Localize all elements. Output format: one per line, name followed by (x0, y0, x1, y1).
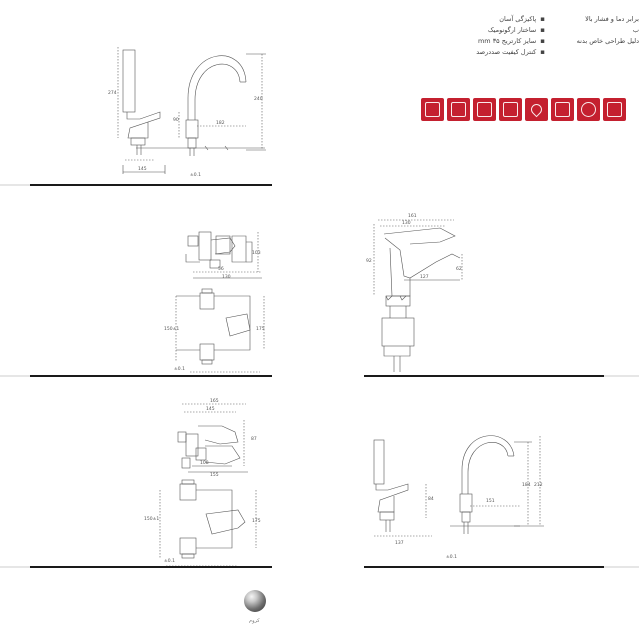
dim-label: 145 (138, 166, 147, 172)
dim-label: 175 (256, 326, 265, 332)
faucet-icon (499, 98, 522, 121)
dim-label: ±0.1 (446, 554, 457, 560)
dim-label: 145 (206, 406, 215, 412)
drawing-wall-mixer-a (175, 231, 265, 373)
dim-label: 108 (200, 460, 209, 466)
dim-label: 62 (456, 266, 462, 272)
dim-label: 161 (408, 213, 417, 219)
feature-item: ▪کنترل کیفیت صددرصد (476, 48, 545, 56)
feature-item: ▪پاکیزگی آسان (499, 15, 545, 23)
feature-item: ▪ساختار ارگونومیک (487, 26, 545, 34)
sink-icon (447, 98, 470, 121)
dim-label: 103 (252, 250, 261, 256)
dim-label: ±0.1 (164, 558, 175, 564)
drawing-basin-mixer-highspout (117, 47, 266, 174)
hand-icon (473, 98, 496, 121)
dim-label: 84 (428, 496, 434, 502)
feature-icon-row (421, 98, 626, 121)
drawing-bath-mixer (159, 403, 257, 567)
dim-label: 150±1 (144, 516, 159, 522)
drop-icon (525, 98, 548, 121)
hourglass-icon (603, 98, 626, 121)
dim-label: 240 (254, 96, 263, 102)
dim-label: 182 (216, 120, 225, 126)
dim-label: 56 (218, 266, 224, 272)
chrome-finish-swatch (244, 590, 266, 612)
dim-label: 137 (395, 540, 404, 546)
dim-label: ±0.1 (174, 366, 185, 372)
feature-list-left: ▪پاکیزگی آسان ▪ساختار ارگونومیک ▪سایز کا… (445, 14, 545, 58)
target-icon (577, 98, 600, 121)
cartridge-icon (551, 98, 574, 121)
finish-label: کروم (249, 618, 260, 624)
dim-label: 150±1 (164, 326, 179, 332)
dim-label: 212 (534, 482, 543, 488)
feature-list-right: برابر دما و فشار بالا ب دلیل طراحی خاص ب… (560, 14, 639, 47)
feature-item: برابر دما و فشار بالا (585, 15, 639, 23)
dim-label: 87 (251, 436, 257, 442)
dim-label: 127 (420, 274, 429, 280)
drawing-basin-mixer-low (373, 219, 463, 372)
dim-label: 175 (252, 518, 261, 524)
dim-label: 151 (486, 498, 495, 504)
feature-item: ب (632, 26, 639, 34)
dim-label: 130 (402, 220, 411, 226)
dim-label: ±0.1 (190, 172, 201, 178)
dim-label: 90 (173, 117, 179, 123)
section-dividers (0, 184, 639, 568)
trophy-icon (421, 98, 444, 121)
drawing-basin-mixer-2 (373, 435, 544, 537)
dim-label: 92 (366, 258, 372, 264)
feature-item: ▪سایز کارتریج ۳۵ mm (477, 37, 545, 45)
dim-label: 184 (522, 482, 531, 488)
dim-label: 274 (108, 90, 117, 96)
dim-label: 155 (210, 472, 219, 478)
dim-label: 165 (210, 398, 219, 404)
dim-label: 130 (222, 274, 231, 280)
feature-item: دلیل طراحی خاص بدنه (576, 37, 639, 45)
